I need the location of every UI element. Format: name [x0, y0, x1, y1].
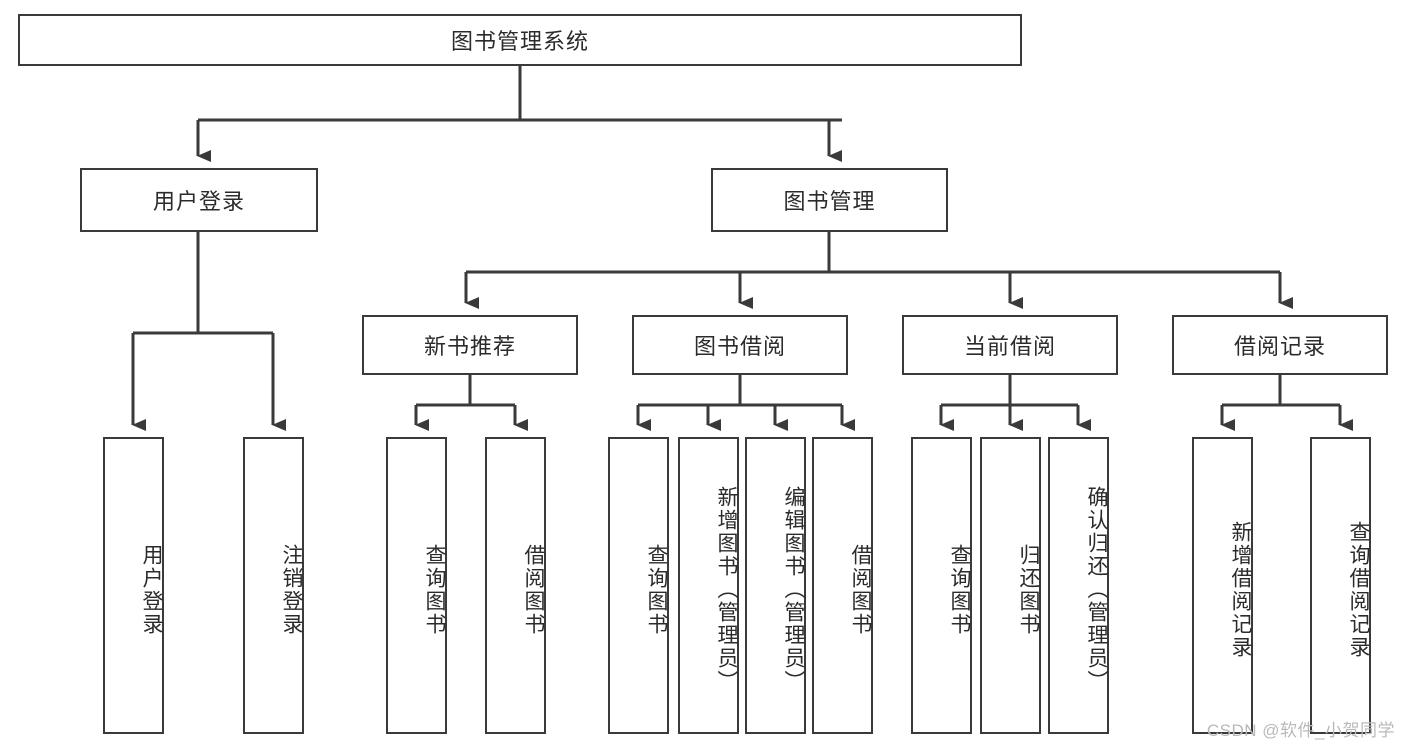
node-user-login[interactable]: 用户登录 [80, 168, 318, 232]
node-leaf-query-book-recommend[interactable]: 查询图书 [386, 437, 447, 734]
node-new-book-recommend[interactable]: 新书推荐 [362, 315, 578, 375]
node-root-label: 图书管理系统 [450, 29, 589, 54]
node-leaf-query-book[interactable]: 查询图书 [608, 437, 669, 734]
node-leaf-add-book-admin-label: 新增图书（管理员） [715, 486, 738, 693]
node-leaf-logout-label: 注销登录 [280, 543, 303, 636]
node-book-borrow[interactable]: 图书借阅 [632, 315, 848, 375]
node-leaf-return-book[interactable]: 归还图书 [980, 437, 1041, 734]
node-borrow-record[interactable]: 借阅记录 [1172, 315, 1388, 375]
node-borrow-record-label: 借阅记录 [1233, 334, 1326, 359]
node-leaf-query-book-current-label: 查询图书 [948, 543, 971, 636]
node-leaf-logout[interactable]: 注销登录 [243, 437, 304, 734]
node-leaf-confirm-return-admin[interactable]: 确认归还（管理员） [1048, 437, 1109, 734]
node-book-management[interactable]: 图书管理 [711, 168, 948, 232]
node-leaf-add-borrow-record[interactable]: 新增借阅记录 [1192, 437, 1253, 734]
node-leaf-confirm-return-admin-label: 确认归还（管理员） [1085, 486, 1108, 693]
node-leaf-query-book-label: 查询图书 [645, 543, 668, 636]
node-leaf-borrow-book[interactable]: 借阅图书 [812, 437, 873, 734]
node-leaf-add-borrow-record-label: 新增借阅记录 [1229, 520, 1252, 659]
node-leaf-add-book-admin[interactable]: 新增图书（管理员） [678, 437, 739, 734]
node-leaf-edit-book-admin-label: 编辑图书（管理员） [782, 486, 805, 693]
node-leaf-borrow-book-label: 借阅图书 [849, 543, 872, 636]
node-leaf-edit-book-admin[interactable]: 编辑图书（管理员） [745, 437, 806, 734]
node-leaf-query-book-current[interactable]: 查询图书 [911, 437, 972, 734]
watermark: CSDN @软件_小贺同学 [1206, 721, 1395, 740]
node-leaf-borrow-book-recommend-label: 借阅图书 [522, 543, 545, 636]
node-user-login-label: 用户登录 [152, 189, 245, 214]
node-leaf-user-login-label: 用户登录 [140, 543, 163, 636]
node-leaf-return-book-label: 归还图书 [1017, 543, 1040, 636]
node-new-book-recommend-label: 新书推荐 [423, 334, 516, 359]
node-leaf-query-book-recommend-label: 查询图书 [423, 543, 446, 636]
node-leaf-borrow-book-recommend[interactable]: 借阅图书 [485, 437, 546, 734]
node-current-borrow-label: 当前借阅 [963, 334, 1056, 359]
node-leaf-query-borrow-record[interactable]: 查询借阅记录 [1310, 437, 1371, 734]
node-book-borrow-label: 图书借阅 [693, 334, 786, 359]
node-leaf-user-login[interactable]: 用户登录 [103, 437, 164, 734]
node-current-borrow[interactable]: 当前借阅 [902, 315, 1118, 375]
node-book-management-label: 图书管理 [783, 189, 876, 214]
node-leaf-query-borrow-record-label: 查询借阅记录 [1347, 520, 1370, 659]
node-root[interactable]: 图书管理系统 [18, 14, 1022, 66]
